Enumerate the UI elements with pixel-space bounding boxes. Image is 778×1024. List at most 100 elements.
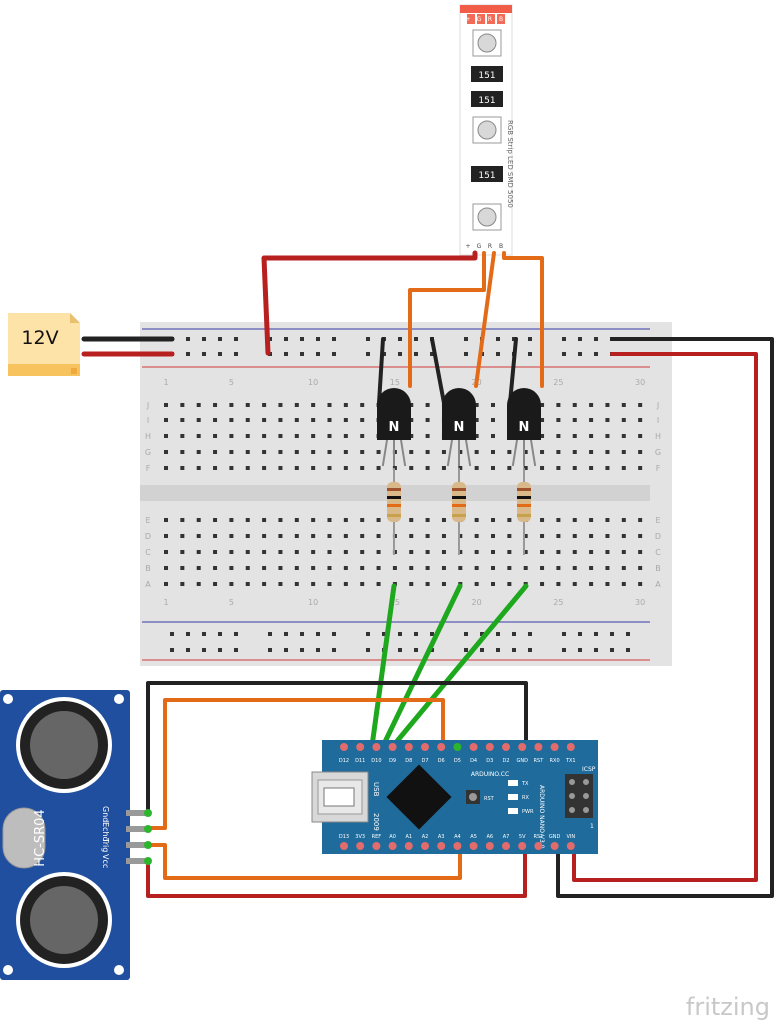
breadboard-hole bbox=[262, 450, 267, 454]
breadboard-hole bbox=[376, 550, 381, 554]
breadboard-hole bbox=[621, 466, 626, 470]
nano-pin-bottom: A4 bbox=[453, 834, 462, 850]
nano-pin-label: D5 bbox=[454, 758, 461, 764]
nano-pin-label: D6 bbox=[438, 758, 445, 764]
breadboard-hole bbox=[605, 418, 610, 422]
strip-pin-label: R bbox=[488, 243, 492, 250]
breadboard-hole bbox=[621, 518, 626, 522]
nano-pin-top: TX1 bbox=[565, 743, 576, 764]
breadboard-hole bbox=[180, 418, 185, 422]
sensor-pin: Echo bbox=[101, 822, 152, 842]
rail-hole bbox=[366, 352, 370, 356]
breadboard-hole bbox=[278, 434, 283, 438]
breadboard-hole bbox=[507, 582, 512, 586]
column-number: 30 bbox=[635, 378, 645, 387]
breadboard-hole bbox=[409, 403, 414, 407]
sensor-pin: Vcc bbox=[101, 854, 152, 868]
rail-hole bbox=[610, 632, 614, 636]
rail-hole bbox=[496, 337, 500, 341]
breadboard-hole bbox=[491, 518, 495, 522]
wires-ground bbox=[377, 337, 518, 405]
breadboard-hole bbox=[180, 534, 185, 538]
breadboard-hole bbox=[556, 450, 561, 454]
rail-hole bbox=[284, 352, 288, 356]
nano-pin-label: 3V3 bbox=[355, 834, 365, 840]
breadboard-hole bbox=[180, 582, 185, 586]
wires-strip bbox=[261, 250, 544, 388]
rail-hole bbox=[578, 632, 582, 636]
nano-pin-label: VIN bbox=[566, 834, 575, 840]
nano-pin-label: REF bbox=[372, 834, 382, 840]
breadboard-hole bbox=[360, 466, 365, 470]
breadboard-hole bbox=[491, 534, 495, 538]
breadboard-hole bbox=[311, 466, 316, 470]
rail-hole bbox=[512, 648, 516, 652]
breadboard-hole bbox=[409, 582, 414, 586]
breadboard-hole bbox=[621, 534, 626, 538]
rail-hole bbox=[332, 337, 336, 341]
resistor bbox=[387, 468, 401, 555]
breadboard-hole bbox=[164, 518, 168, 522]
led-tx-label: TX bbox=[521, 781, 529, 787]
breadboard-hole bbox=[638, 403, 643, 407]
breadboard-hole bbox=[540, 534, 545, 538]
breadboard-hole bbox=[589, 550, 594, 554]
strip-pin-label: B bbox=[499, 243, 503, 250]
breadboard-hole bbox=[311, 450, 316, 454]
breadboard-hole bbox=[262, 534, 267, 538]
nano-pin-top: D3 bbox=[485, 743, 494, 764]
breadboard-hole bbox=[425, 534, 430, 538]
row-letter: J bbox=[146, 401, 149, 410]
breadboard-hole bbox=[425, 434, 430, 438]
breadboard-hole bbox=[180, 466, 185, 470]
breadboard-hole bbox=[621, 550, 626, 554]
breadboard-hole bbox=[311, 582, 316, 586]
breadboard-hole bbox=[392, 566, 397, 570]
transistor-label: N bbox=[454, 420, 465, 435]
rail-hole bbox=[366, 337, 370, 341]
rail-hole bbox=[218, 337, 222, 341]
rail-hole bbox=[610, 648, 614, 652]
rail-hole bbox=[626, 632, 630, 636]
rail-hole bbox=[316, 352, 320, 356]
breadboard-hole bbox=[164, 466, 168, 470]
rail-hole bbox=[480, 632, 484, 636]
column-number: 5 bbox=[229, 378, 234, 387]
nano-pin-label: D11 bbox=[355, 758, 365, 764]
column-number: 15 bbox=[390, 378, 400, 387]
breadboard-hole bbox=[540, 566, 545, 570]
breadboard-hole bbox=[327, 550, 332, 554]
breadboard-hole bbox=[229, 566, 234, 570]
rail-hole bbox=[186, 337, 190, 341]
breadboard-hole bbox=[409, 450, 414, 454]
breadboard-hole bbox=[474, 403, 479, 407]
breadboard-hole bbox=[491, 566, 495, 570]
strip-pin-label: + bbox=[465, 243, 470, 250]
breadboard-hole bbox=[278, 450, 283, 454]
breadboard-hole bbox=[605, 403, 610, 407]
breadboard-hole bbox=[294, 534, 299, 538]
rail-hole bbox=[528, 632, 532, 636]
breadboard-hole bbox=[343, 466, 348, 470]
rail-hole bbox=[186, 352, 190, 356]
rail-hole bbox=[300, 648, 304, 652]
rail-hole bbox=[414, 648, 418, 652]
rail-hole bbox=[300, 352, 304, 356]
breadboard-hole bbox=[262, 566, 267, 570]
breadboard-hole bbox=[589, 566, 594, 570]
rail-hole bbox=[234, 352, 238, 356]
rail-hole bbox=[398, 337, 402, 341]
rail-hole bbox=[480, 648, 484, 652]
breadboard-hole bbox=[229, 582, 234, 586]
breadboard-hole bbox=[311, 434, 316, 438]
nano-pin-label: D4 bbox=[470, 758, 477, 764]
breadboard-hole bbox=[491, 434, 495, 438]
breadboard-hole bbox=[409, 534, 414, 538]
breadboard-hole bbox=[523, 550, 528, 554]
breadboard-hole bbox=[474, 582, 479, 586]
rail-hole bbox=[170, 632, 174, 636]
breadboard-hole bbox=[491, 450, 495, 454]
